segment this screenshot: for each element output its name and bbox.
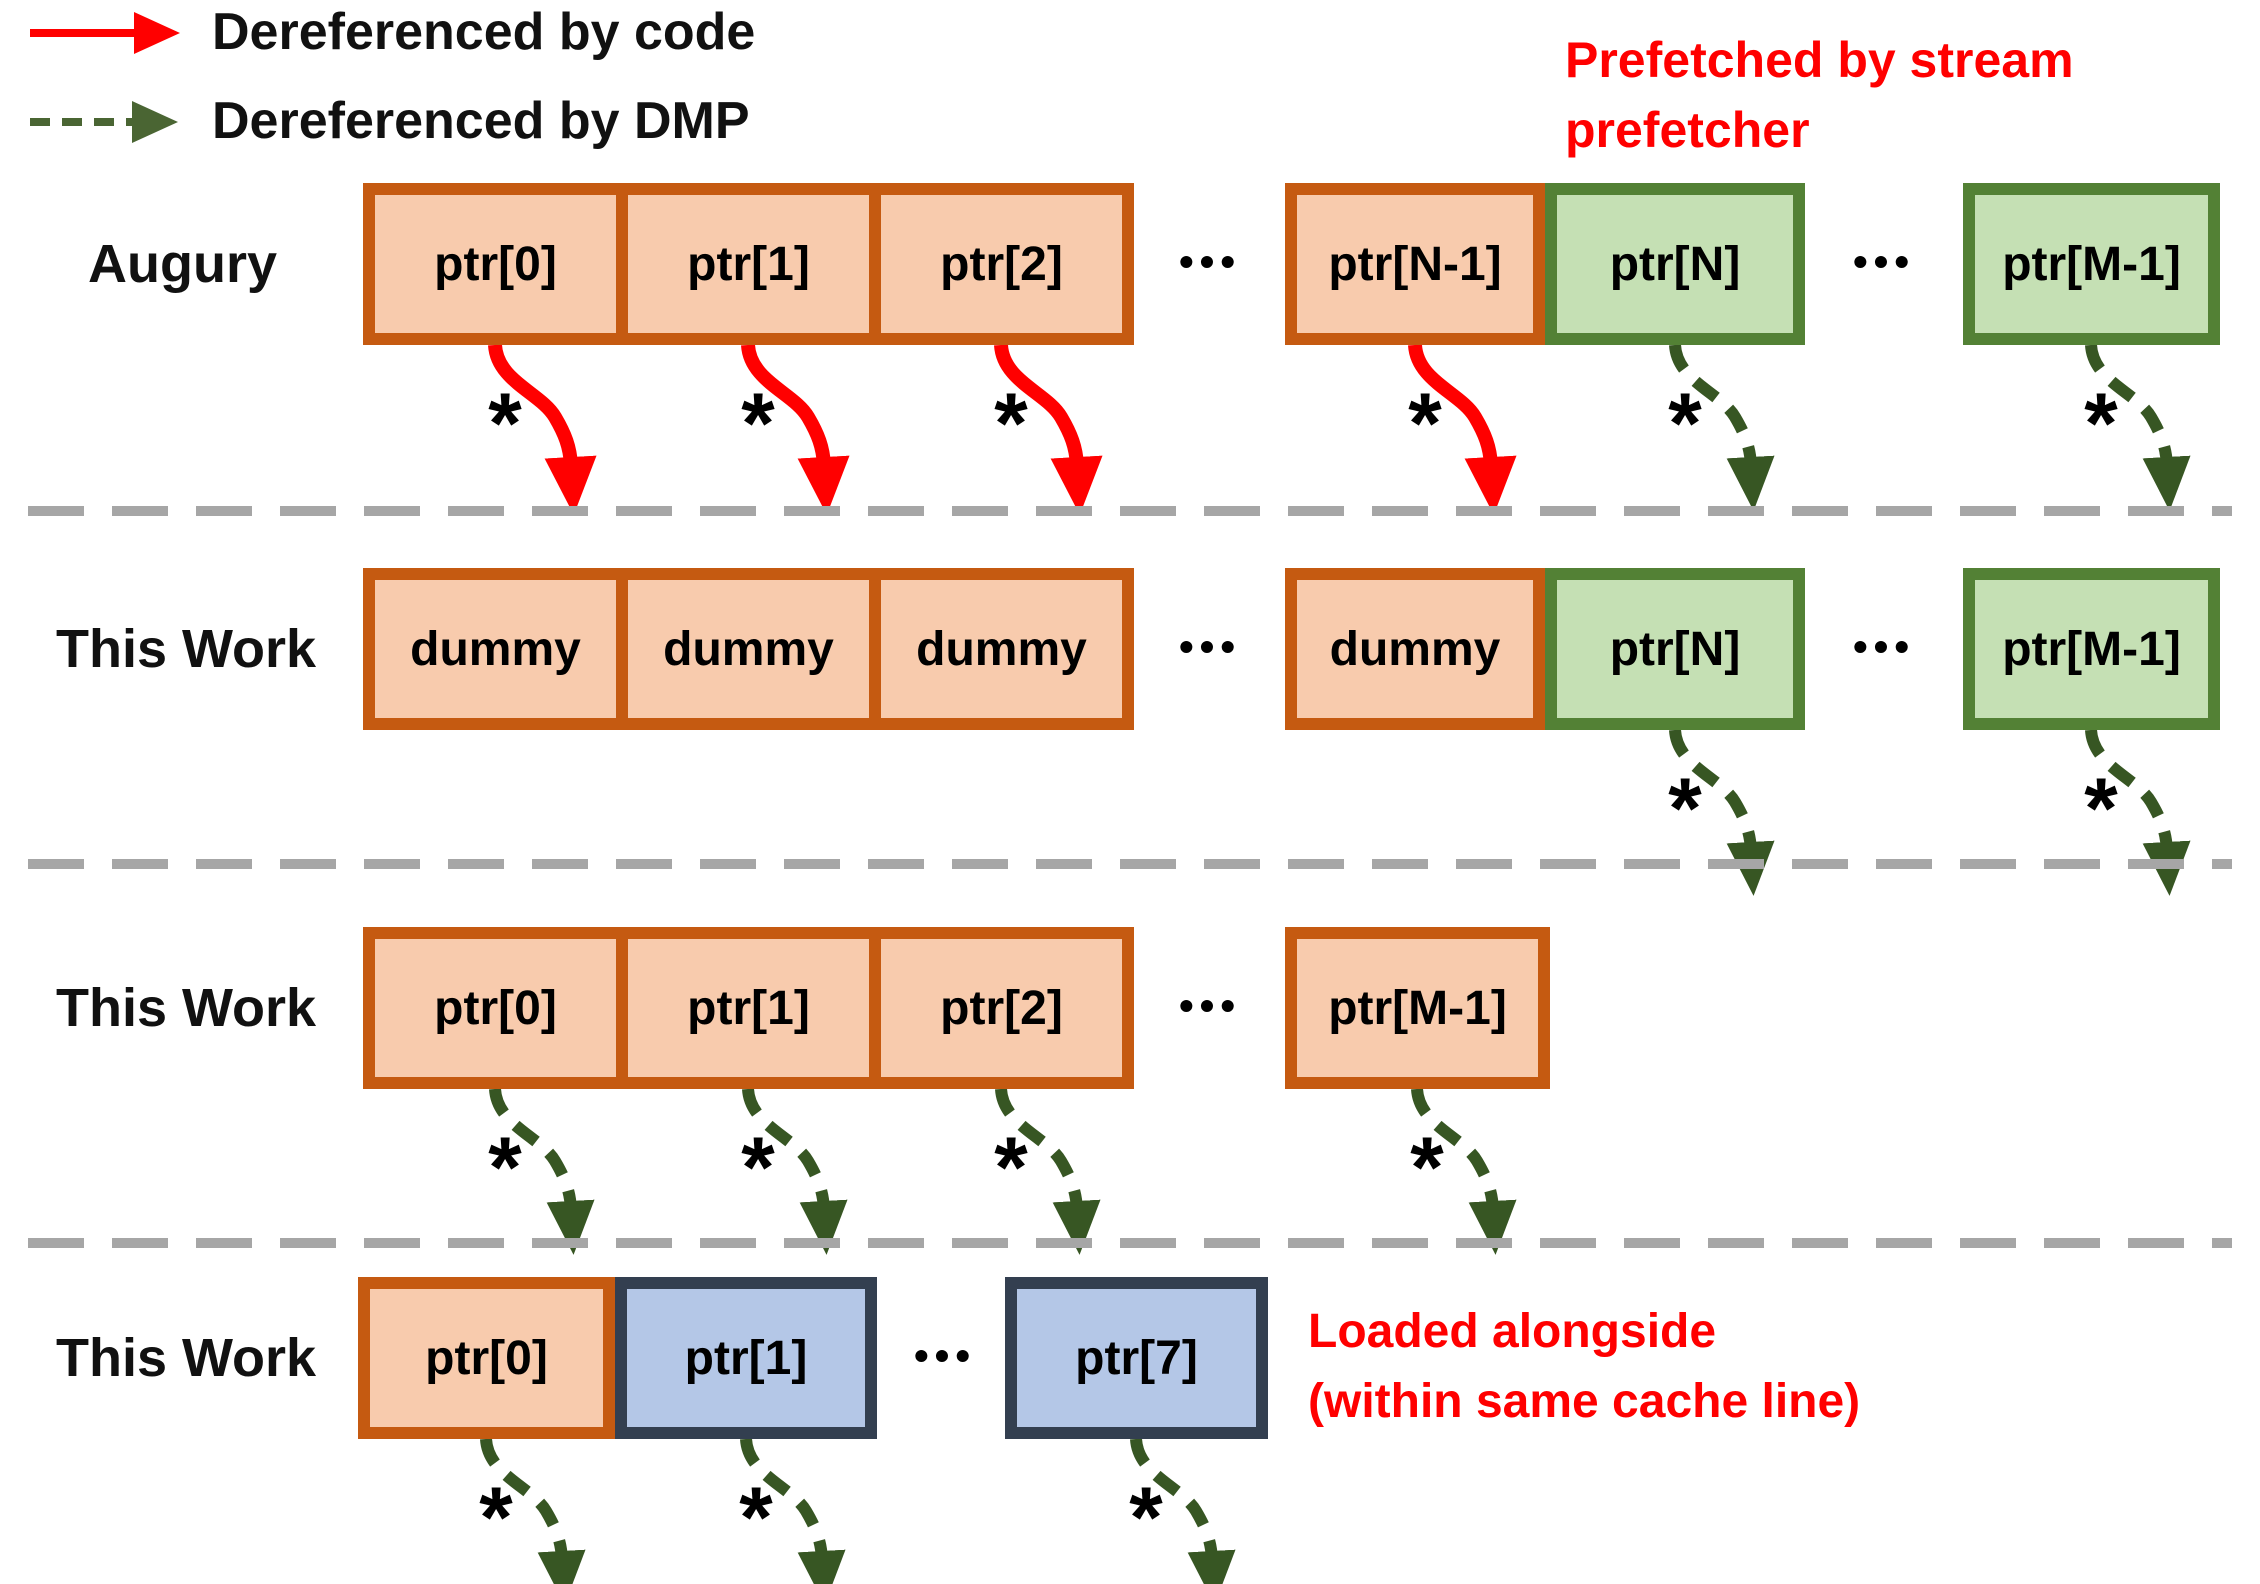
dereference-asterisk: * [1668, 376, 1702, 473]
legend-dmp-label: Dereferenced by DMP [212, 91, 750, 150]
array-cell-prefetched: ptr[M-1] [1963, 183, 2220, 345]
ellipsis: ••• [913, 1332, 977, 1380]
array-cell: ptr[0] [358, 1277, 615, 1439]
dereference-asterisk: * [1129, 1470, 1163, 1567]
array-cell: dummy [375, 580, 616, 718]
divider-line [28, 506, 2232, 516]
row-label-augury: Augury [88, 234, 277, 294]
dereference-asterisk: * [739, 1470, 773, 1567]
dereference-asterisk: * [479, 1470, 513, 1567]
array-cell-prefetched: ptr[M-1] [1963, 568, 2220, 730]
row-label-this-work-2: This Work [56, 978, 317, 1038]
array-cell: ptr[2] [881, 195, 1122, 333]
dereference-asterisk: * [741, 376, 775, 473]
loaded-annotation: Loaded alongside (within same cache line… [1308, 1297, 1860, 1437]
array-cell: ptr[1] [628, 939, 869, 1077]
ellipsis: ••• [1852, 238, 1916, 286]
prefetched-annotation-line2: prefetcher [1565, 102, 1810, 158]
legend-code-label: Dereferenced by code [212, 2, 756, 61]
array-cell: dummy [881, 580, 1122, 718]
dereference-asterisk: * [488, 376, 522, 473]
dereference-asterisk: * [994, 1120, 1028, 1217]
array-cell: ptr[2] [881, 939, 1122, 1077]
array-cell: ptr[1] [628, 195, 869, 333]
ellipsis: ••• [1178, 238, 1242, 286]
array-cell: ptr[0] [375, 195, 616, 333]
dereference-asterisk: * [1668, 761, 1702, 858]
prefetched-annotation-line1: Prefetched by stream [1565, 32, 2074, 88]
dereference-asterisk: * [488, 1120, 522, 1217]
dereference-asterisk: * [1408, 376, 1442, 473]
row-label-this-work-3: This Work [56, 1328, 317, 1388]
array-cell-cache-line: ptr[7] [1005, 1277, 1268, 1439]
loaded-annotation-line1: Loaded alongside [1308, 1305, 1717, 1358]
augury-array-group: ptr[0] ptr[1] ptr[2] [363, 183, 1134, 345]
array-cell: ptr[N-1] [1285, 183, 1545, 345]
array-cell: ptr[0] [375, 939, 616, 1077]
ellipsis: ••• [1852, 623, 1916, 671]
prefetched-annotation: Prefetched by stream prefetcher [1565, 25, 2074, 165]
array-cell: dummy [628, 580, 869, 718]
ptr-array-group: ptr[0] ptr[1] ptr[2] [363, 927, 1134, 1089]
divider-line [28, 1238, 2232, 1248]
dereference-asterisk: * [2084, 761, 2118, 858]
array-cell: dummy [1285, 568, 1545, 730]
ellipsis: ••• [1178, 982, 1242, 1030]
row-label-this-work-1: This Work [56, 619, 317, 679]
loaded-annotation-line2: (within same cache line) [1308, 1375, 1861, 1428]
array-cell-prefetched: ptr[N] [1545, 568, 1805, 730]
array-cell-cache-line: ptr[1] [615, 1277, 877, 1439]
dereference-asterisk: * [2084, 376, 2118, 473]
dereference-asterisk: * [741, 1120, 775, 1217]
dereference-asterisk: * [994, 376, 1028, 473]
ellipsis: ••• [1178, 623, 1242, 671]
array-cell: ptr[M-1] [1285, 927, 1550, 1089]
divider-line [28, 859, 2232, 869]
dummy-array-group: dummy dummy dummy [363, 568, 1134, 730]
dereference-asterisk: * [1410, 1120, 1444, 1217]
array-cell-prefetched: ptr[N] [1545, 183, 1805, 345]
